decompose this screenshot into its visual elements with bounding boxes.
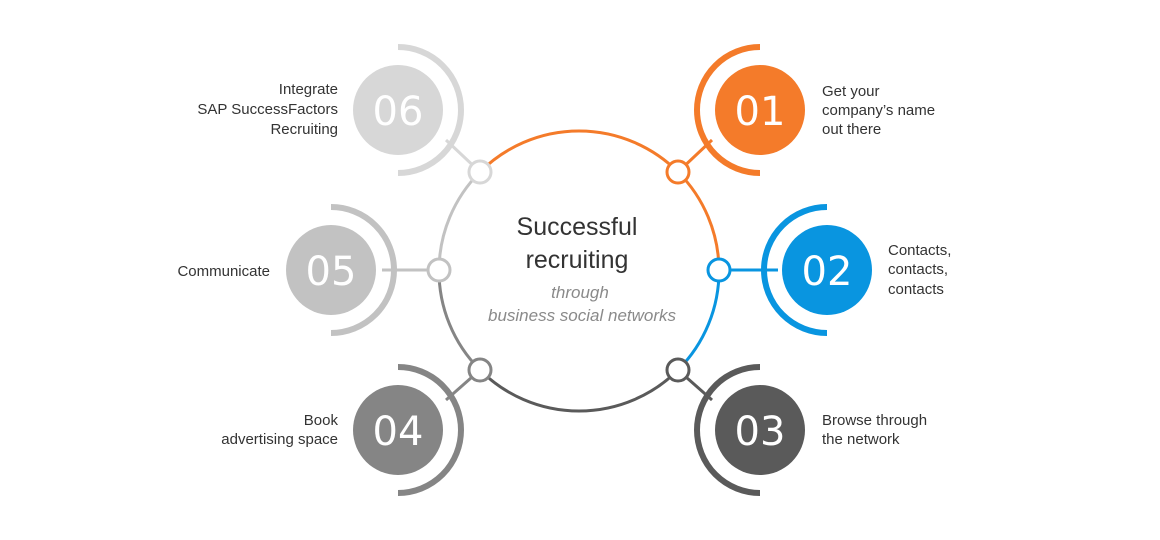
step-label-06-line-2: SAP SuccessFactors: [197, 101, 338, 118]
outer-arc-01: [694, 44, 761, 176]
step-label-02-line-1: Contacts,: [888, 242, 951, 259]
ring-node-05: [426, 257, 452, 283]
step-04: 04: [353, 385, 443, 475]
center-title-line-1: Successful: [517, 213, 638, 241]
step-label-01-line-2: company’s name: [822, 102, 935, 119]
step-label-04: Book advertising space: [221, 412, 338, 448]
step-number-02: 02: [802, 249, 853, 295]
step-number-06: 06: [373, 89, 424, 135]
step-label-02: Contacts, contacts, contacts: [888, 242, 951, 298]
step-number-03: 03: [735, 409, 786, 455]
outer-arc-06: [397, 44, 464, 176]
ring-arc-01: [478, 129, 680, 174]
outer-arc-05: [330, 204, 397, 336]
ring-arc-03: [478, 368, 680, 413]
ring-node-06: [467, 159, 493, 185]
step-label-02-line-2: contacts,: [888, 261, 948, 278]
step-label-01-line-3: out there: [822, 121, 881, 138]
outer-arcs: [330, 44, 828, 496]
step-number-04: 04: [373, 409, 424, 455]
outer-arc-04: [397, 364, 464, 496]
step-label-03: Browse through the network: [822, 412, 927, 448]
step-circle-03: [715, 385, 805, 475]
ring-node-03: [665, 357, 691, 383]
outer-arc-02: [761, 204, 828, 336]
ring-node-04: [467, 357, 493, 383]
ring-arc-05: [437, 170, 482, 271]
step-label-06-line-1: Integrate: [279, 81, 338, 98]
step-number-05: 05: [306, 249, 357, 295]
step-label-06-line-3: Recruiting: [270, 121, 338, 138]
step-02: 02: [782, 225, 872, 315]
step-label-03-line-2: the network: [822, 431, 900, 448]
step-label-01: Get your company’s name out there: [822, 83, 935, 138]
step-label-06: Integrate SAP SuccessFactors Recruiting: [197, 81, 338, 138]
step-01: 01: [715, 65, 805, 155]
step-circle-04: [353, 385, 443, 475]
step-03: 03: [715, 385, 805, 475]
step-circle-05: [286, 225, 376, 315]
step-circle-06: [353, 65, 443, 155]
ring-arc-04: [437, 269, 482, 372]
outer-arc-03: [694, 364, 761, 496]
step-label-03-line-1: Browse through: [822, 412, 927, 429]
center-subtitle-line-1: through: [551, 283, 609, 302]
center-title-line-2: recruiting: [526, 246, 629, 274]
center-text: Successful recruiting through business s…: [488, 213, 677, 325]
step-06: 06: [353, 65, 443, 155]
ring-arc-01b: [676, 170, 721, 271]
center-subtitle-line-2: business social networks: [488, 306, 677, 325]
step-label-02-line-3: contacts: [888, 281, 944, 298]
step-label-04-line-1: Book: [304, 412, 339, 429]
ring-nodes: [426, 159, 732, 383]
step-circle-02: [782, 225, 872, 315]
step-label-04-line-2: advertising space: [221, 431, 338, 448]
step-label-01-line-1: Get your: [822, 83, 880, 100]
step-number-01: 01: [735, 89, 786, 135]
step-label-05: Communicate: [177, 263, 270, 280]
ring-arc-02: [676, 269, 721, 372]
step-circle-01: [715, 65, 805, 155]
ring-node-01: [665, 159, 691, 185]
step-label-05-line-1: Communicate: [177, 263, 270, 280]
ring-node-02: [706, 257, 732, 283]
step-05: 05: [286, 225, 376, 315]
